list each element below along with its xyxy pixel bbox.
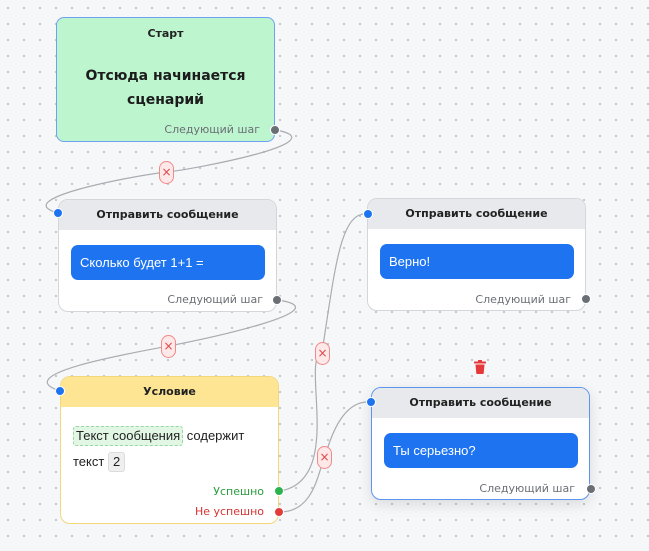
edge-delete-button-3[interactable]: × (315, 342, 330, 365)
send-message-2-input-handle[interactable] (363, 209, 373, 219)
start-node-text: Отсюда начинается сценарий (85, 68, 246, 108)
send-message-1-next-label: Следующий шаг (167, 293, 263, 306)
start-node[interactable]: Старт Отсюда начинается сценарий Следующ… (56, 17, 275, 142)
send-message-3-bubble[interactable]: Ты серьезно? (384, 433, 578, 468)
condition-text-prefix: текст (73, 454, 105, 469)
send-message-3-next-label: Следующий шаг (479, 482, 575, 495)
condition-body: Текст сообщения содержит текст 2 (73, 423, 270, 475)
condition-success-label: Успешно (213, 485, 264, 498)
trash-icon[interactable] (474, 360, 486, 374)
send-message-1-bubble[interactable]: Сколько будет 1+1 = (71, 245, 265, 280)
send-message-1-title: Отправить сообщение (59, 200, 276, 230)
condition-operator: содержит (186, 428, 245, 443)
condition-title: Условие (61, 377, 278, 407)
start-next-label: Следующий шаг (164, 123, 260, 136)
condition-input-handle[interactable] (55, 386, 65, 396)
edge-delete-button-1[interactable]: × (159, 161, 174, 184)
condition-value-tag[interactable]: 2 (107, 452, 126, 472)
condition-success-handle[interactable] (274, 486, 284, 496)
send-message-1-next-handle[interactable] (272, 295, 282, 305)
condition-field-tag[interactable]: Текст сообщения (73, 426, 184, 446)
send-message-node-1[interactable]: Отправить сообщение Сколько будет 1+1 = … (58, 199, 277, 312)
send-message-1-input-handle[interactable] (53, 208, 63, 218)
send-message-node-2[interactable]: Отправить сообщение Верно! Следующий шаг (367, 198, 586, 311)
send-message-2-next-label: Следующий шаг (475, 293, 571, 306)
start-next-handle[interactable] (270, 125, 280, 135)
send-message-3-title: Отправить сообщение (372, 388, 589, 418)
send-message-3-next-handle[interactable] (586, 484, 596, 494)
send-message-2-bubble[interactable]: Верно! (380, 244, 574, 279)
condition-node[interactable]: Условие Текст сообщения содержит текст 2… (60, 376, 279, 524)
condition-fail-handle[interactable] (274, 507, 284, 517)
send-message-2-title: Отправить сообщение (368, 199, 585, 229)
start-node-title: Старт (147, 27, 184, 40)
edge-delete-button-2[interactable]: × (161, 335, 176, 358)
send-message-2-next-handle[interactable] (581, 294, 591, 304)
edge-delete-button-4[interactable]: × (317, 446, 332, 469)
send-message-3-input-handle[interactable] (366, 397, 376, 407)
condition-fail-label: Не успешно (194, 505, 264, 518)
send-message-node-3[interactable]: Отправить сообщение Ты серьезно? Следующ… (371, 387, 590, 500)
